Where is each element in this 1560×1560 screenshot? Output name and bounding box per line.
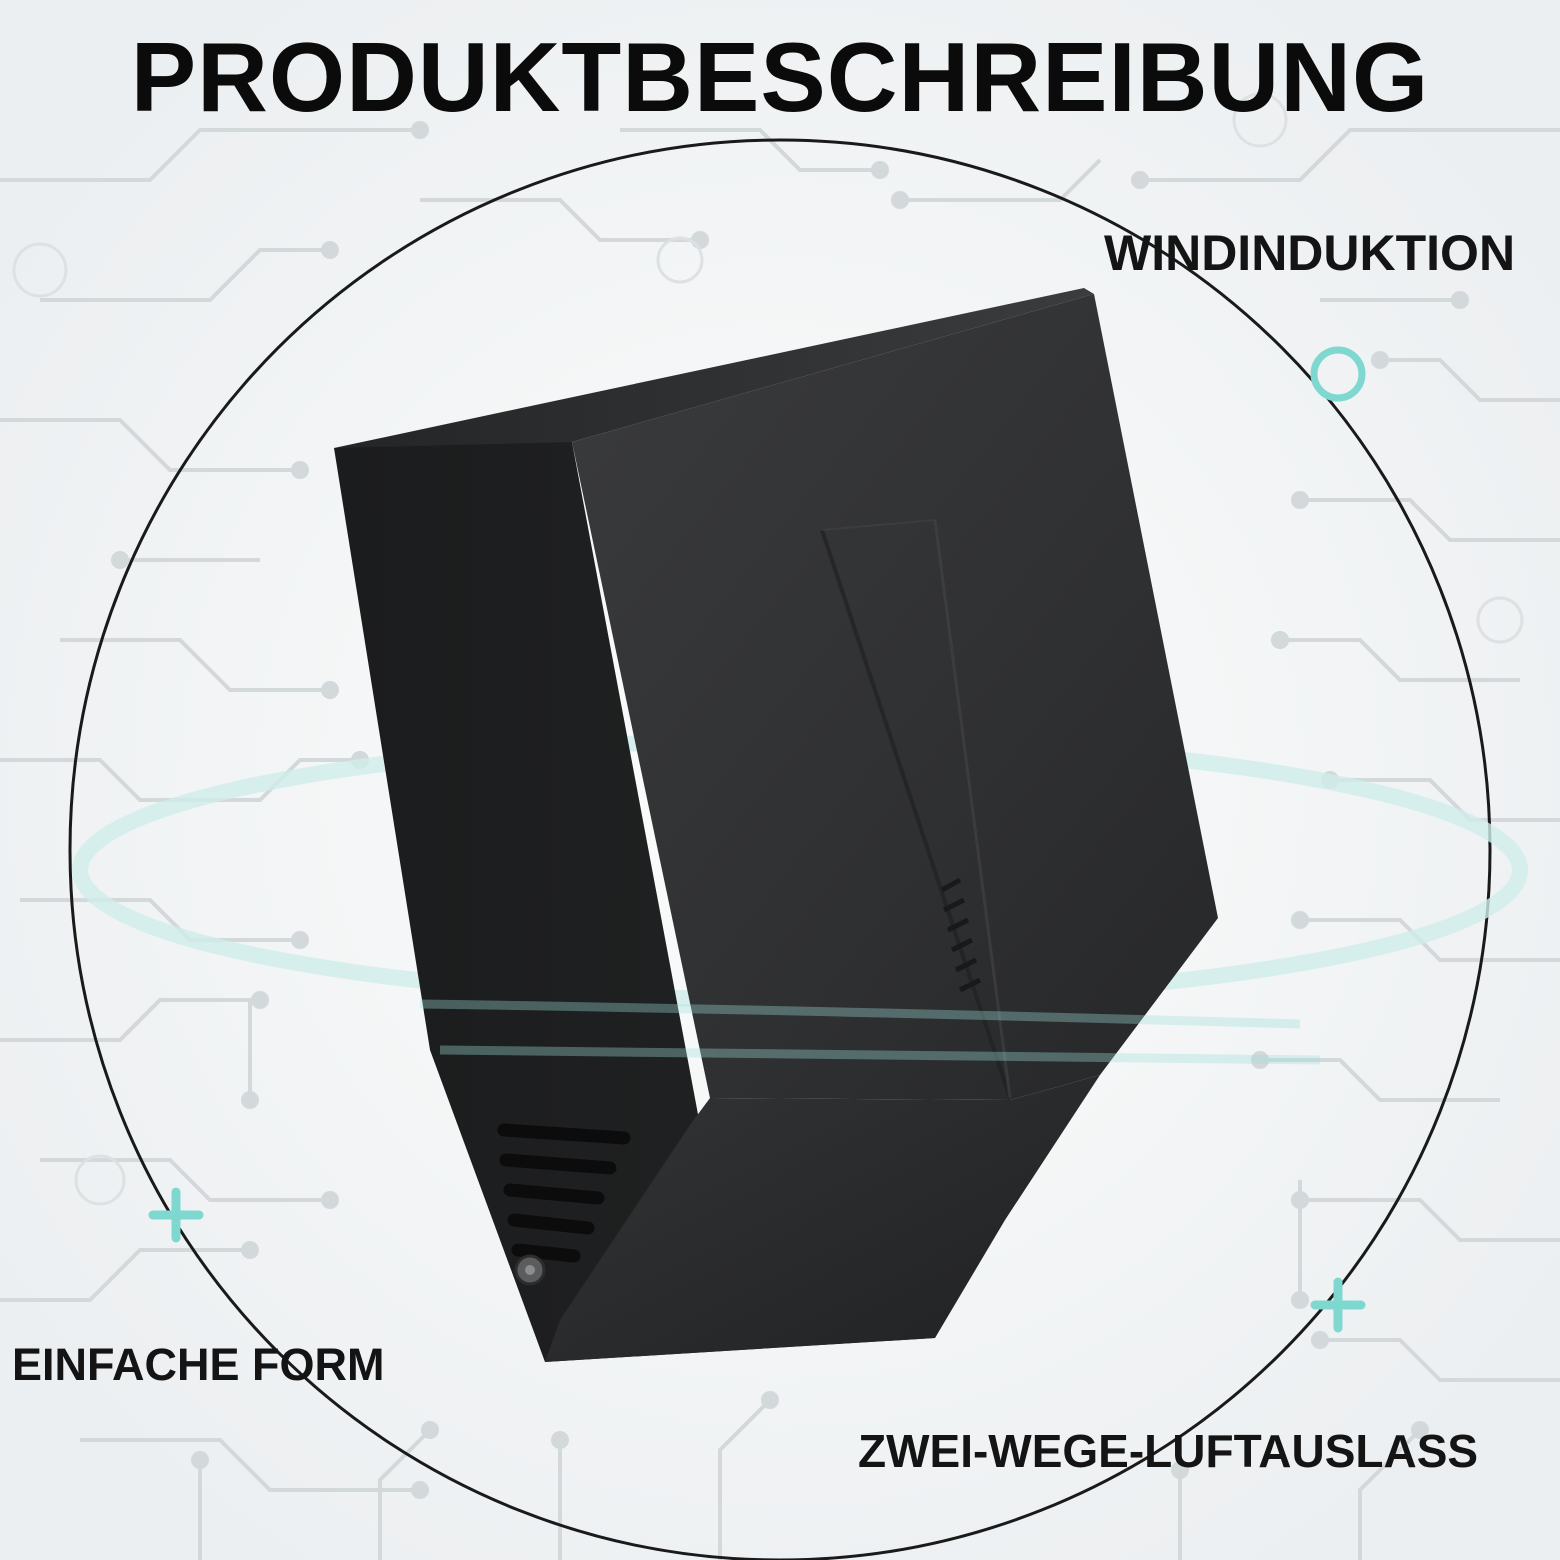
teal-plus-icon-right: [1310, 1277, 1366, 1333]
large-outline-circle: [68, 138, 1492, 1560]
feature-label-wind-induction: WINDINDUKTION: [1104, 225, 1516, 281]
airflow-bands: [419, 999, 1321, 1065]
dryer-top-face: [334, 288, 1094, 470]
circuit-rings: [12, 92, 1524, 1206]
teal-ring-icon: [1310, 346, 1366, 402]
feature-label-two-way-outlet: ZWEI-WEGE-LUFTAUSLASS: [858, 1425, 1479, 1477]
dryer-front-face: [572, 294, 1218, 1100]
feature-label-simple-shape: EINFACHE FORM: [12, 1339, 385, 1390]
side-vent-slots: [497, 1123, 631, 1263]
circuit-nodes: [111, 121, 1469, 1499]
page-title: PRODUKTBESCHREIBUNG: [130, 22, 1430, 132]
teal-plus-icon: [148, 1187, 204, 1243]
dryer-air-outlet: [545, 1075, 1100, 1362]
circuit-traces: [0, 128, 1560, 1560]
front-vent-slots: [940, 877, 982, 993]
